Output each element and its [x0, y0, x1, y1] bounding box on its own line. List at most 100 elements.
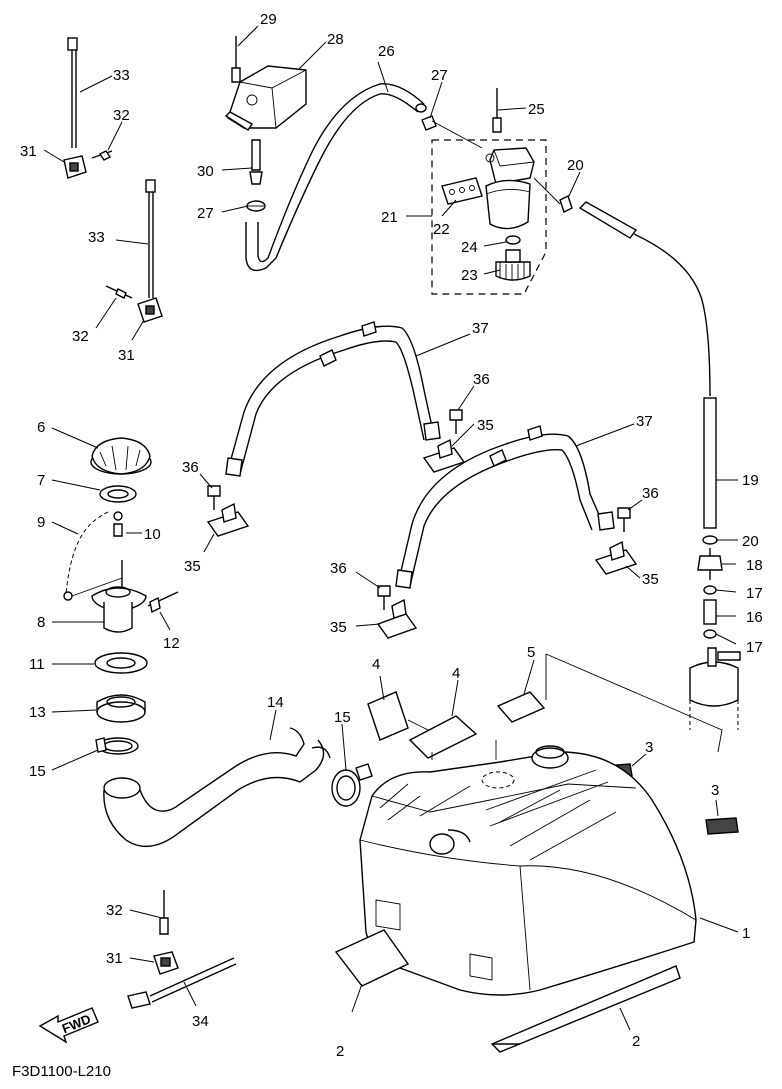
callout-21: 21	[381, 209, 398, 226]
callout-31-mid: 31	[118, 347, 135, 364]
callout-31-top: 31	[20, 143, 37, 160]
rivet-32-bottom	[159, 890, 169, 935]
callout-25: 25	[528, 101, 545, 118]
callout-2-right: 2	[632, 1033, 640, 1050]
callout-9: 9	[37, 514, 45, 531]
figure-code: F3D1100-L210	[12, 1063, 111, 1080]
holder-31-upper	[63, 155, 87, 179]
callout-26: 26	[378, 43, 395, 60]
clip-27-right	[421, 115, 483, 149]
callout-20-upper: 20	[567, 157, 584, 174]
callout-19: 19	[742, 472, 759, 489]
callout-7: 7	[37, 472, 45, 489]
pad-5	[496, 691, 546, 723]
bolt-36-a	[207, 485, 221, 510]
callout-4-a: 4	[372, 656, 380, 673]
callout-17-lower: 17	[746, 639, 763, 656]
callout-17-upper: 17	[746, 585, 763, 602]
callout-35-b: 35	[477, 417, 494, 434]
callout-11: 11	[29, 656, 45, 673]
callout-23: 23	[461, 267, 478, 284]
rivet-25	[492, 88, 502, 133]
callout-35-d: 35	[330, 619, 347, 636]
collar-30	[249, 139, 263, 185]
callout-15-left: 15	[29, 763, 46, 780]
tank-pad-2-right	[490, 965, 681, 1053]
callout-36-c: 36	[642, 485, 659, 502]
sender-guide-line	[545, 653, 723, 753]
hose-clamp-15-right	[331, 763, 373, 807]
filter-cup-23	[495, 249, 531, 281]
o-ring-24	[505, 235, 521, 245]
callout-24: 24	[461, 239, 478, 256]
callout-30: 30	[197, 163, 214, 180]
callout-12: 12	[163, 635, 180, 652]
callout-32-top: 32	[113, 107, 130, 124]
hose-19-upper	[578, 201, 711, 397]
callout-35-c: 35	[642, 571, 659, 588]
rivet-29	[231, 36, 241, 83]
callout-31-bottom: 31	[106, 950, 123, 967]
callout-22: 22	[433, 221, 450, 238]
filler-cap-6	[90, 437, 152, 475]
gasket-7	[99, 485, 137, 503]
callout-1: 1	[742, 925, 750, 942]
rivet-32-upper	[91, 150, 113, 161]
band-33-lower	[145, 179, 156, 298]
bolt-36-b	[449, 409, 463, 434]
callout-13: 13	[29, 704, 46, 721]
filler-hose-14	[103, 727, 331, 848]
bracket-35-b	[422, 438, 466, 473]
bracket-35-d	[376, 598, 418, 639]
bracket-35-a	[206, 502, 250, 537]
check-valve-18	[697, 548, 723, 580]
damper-3-b	[705, 817, 739, 835]
callout-3-a: 3	[645, 739, 653, 756]
clip-27-left	[246, 200, 266, 212]
filler-neck-8	[91, 560, 147, 633]
holder-31-bottom	[153, 951, 179, 975]
nut-13	[96, 694, 146, 723]
chain-9	[63, 511, 123, 601]
fwd-arrow-icon	[38, 1007, 99, 1044]
clip-17-upper	[703, 585, 717, 595]
pad-4-center	[408, 715, 478, 759]
callout-2-left: 2	[336, 1043, 344, 1060]
screw-10	[113, 511, 123, 537]
joint-16	[703, 599, 717, 625]
callout-14: 14	[267, 694, 284, 711]
tank-band-37-lower	[395, 425, 615, 589]
callout-8: 8	[37, 614, 45, 631]
callout-37-upper: 37	[472, 320, 489, 337]
filter-head	[485, 147, 561, 205]
callout-36-b: 36	[473, 371, 490, 388]
holder-31-lower	[137, 297, 163, 323]
hose-clamp-15-left	[95, 737, 139, 755]
callout-35-a: 35	[184, 558, 201, 575]
callout-32-mid: 32	[72, 328, 89, 345]
callout-3-b: 3	[711, 782, 719, 799]
bracket-35-c	[594, 540, 638, 575]
callout-18: 18	[746, 557, 763, 574]
rivet-32-lower	[105, 285, 133, 299]
callout-15-right: 15	[334, 709, 351, 726]
callout-36-a: 36	[182, 459, 199, 476]
callout-34: 34	[192, 1013, 209, 1030]
callout-10: 10	[144, 526, 161, 543]
callout-36-d: 36	[330, 560, 347, 577]
band-34	[127, 957, 237, 1009]
clip-17-lower	[703, 629, 717, 639]
fuel-sender-unit	[689, 647, 741, 730]
fwd-label: FWD	[60, 1011, 93, 1036]
callout-32-bottom: 32	[106, 902, 123, 919]
callout-27-right: 27	[431, 67, 448, 84]
band-33-upper	[67, 37, 78, 148]
callout-20-lower: 20	[742, 533, 759, 550]
callout-33-top: 33	[113, 67, 130, 84]
callout-4-b: 4	[452, 665, 460, 682]
hose-19	[703, 397, 717, 529]
fuel-hose-26	[245, 83, 427, 272]
tank-pad-2-left	[334, 929, 410, 987]
callout-37-lower: 37	[636, 413, 653, 430]
